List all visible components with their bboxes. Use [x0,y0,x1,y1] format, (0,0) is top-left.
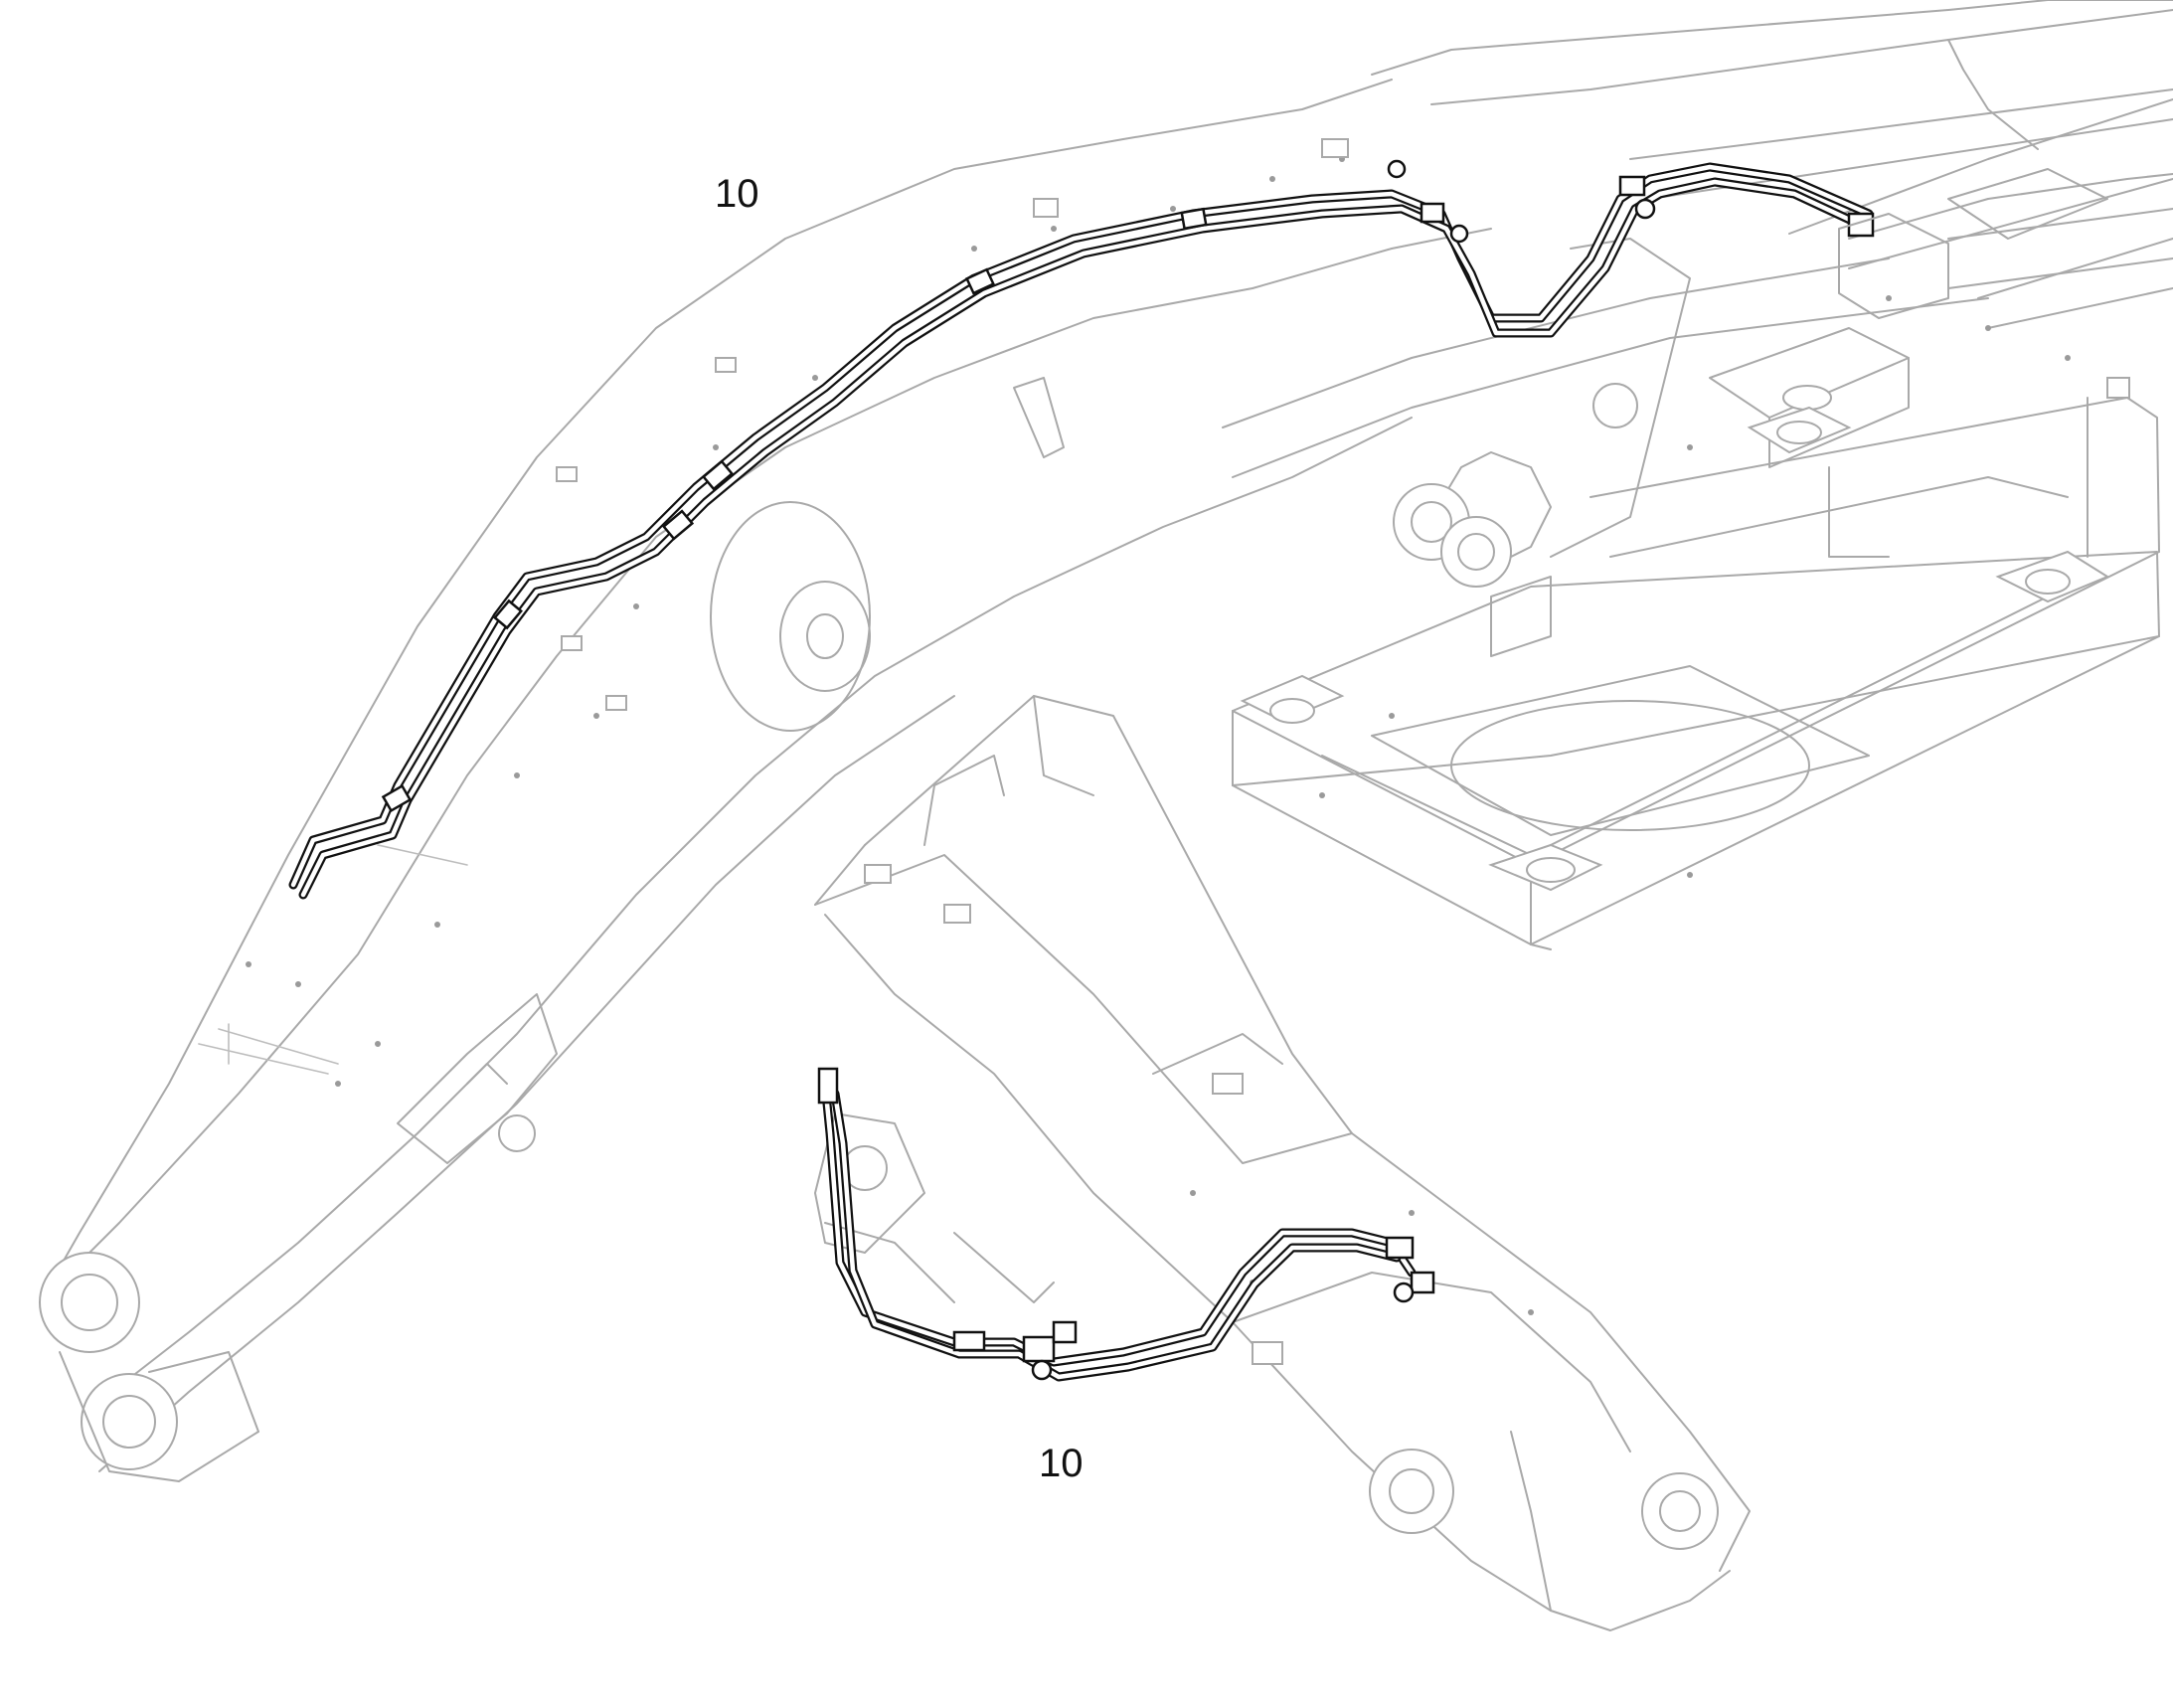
chassis-frame [1232,397,2160,950]
hose-assembly-lower [817,1067,1435,1382]
main-boom [39,79,1492,1482]
fastener-details [246,138,2130,1365]
callout-label-bottom: 10 [1039,1442,1084,1485]
upper-frame [1222,0,2173,657]
arm-stick [814,695,1751,1631]
callout-label-top: 10 [715,172,759,216]
hose-assembly-upper [288,159,1949,900]
